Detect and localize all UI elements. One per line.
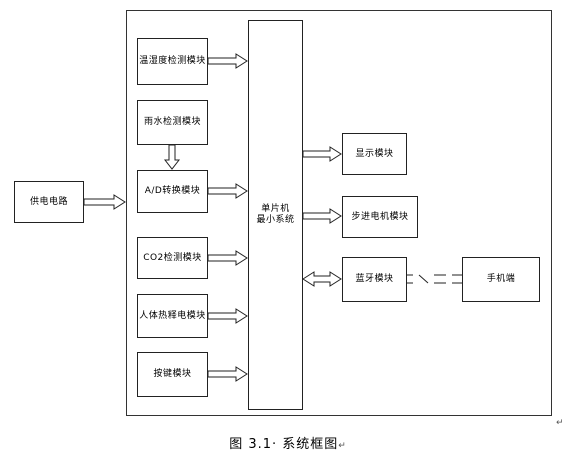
arrow-keys-to-mcu: [207, 366, 248, 382]
system-boundary: [126, 10, 552, 416]
phone-module: 手机端: [462, 257, 540, 302]
temp-humidity-label: 温湿度检测模块: [139, 56, 206, 66]
display-module: 显示模块: [342, 133, 407, 175]
co2-label: CO2检测模块: [143, 252, 202, 263]
arrow-temp-to-mcu: [207, 53, 248, 69]
stepper-module: 步进电机模块: [342, 196, 418, 238]
wireless-link: [407, 274, 462, 284]
pir-label: 人体热释电模块: [139, 310, 206, 321]
pir-module: 人体热释电模块: [137, 294, 208, 338]
arrow-ad-to-mcu: [207, 183, 248, 199]
bluetooth-module: 蓝牙模块: [342, 257, 407, 302]
bluetooth-label: 蓝牙模块: [355, 274, 394, 284]
arrow-mcu-to-stepper: [302, 208, 342, 224]
arrow-rain-to-ad: [163, 144, 181, 170]
keys-label: 按键模块: [153, 369, 192, 379]
rain-label: 雨水检测模块: [143, 117, 201, 127]
caption-paragraph-mark: ↵: [338, 441, 347, 451]
ad-module: A/D转换模块: [137, 170, 208, 213]
keys-module: 按键模块: [137, 352, 208, 397]
temp-humidity-module: 温湿度检测模块: [137, 38, 208, 85]
co2-module: CO2检测模块: [137, 237, 208, 279]
figure-caption: 图 3.1· 系统框图↵: [0, 433, 576, 452]
caption-text: 图 3.1· 系统框图: [229, 437, 339, 452]
arrow-power-to-system: [83, 194, 126, 210]
mcu-block: 单片机 最小系统: [248, 20, 303, 410]
arrow-co2-to-mcu: [207, 250, 248, 266]
phone-label: 手机端: [486, 274, 516, 284]
power-label: 供电电路: [29, 196, 68, 207]
paragraph-mark: ↵: [556, 418, 564, 428]
arrow-mcu-bluetooth: [302, 271, 342, 287]
mcu-label-line1: 单片机: [261, 204, 290, 214]
display-label: 显示模块: [355, 148, 394, 159]
stepper-label: 步进电机模块: [351, 211, 409, 222]
arrow-mcu-to-display: [302, 146, 342, 162]
ad-label: A/D转换模块: [144, 186, 201, 196]
arrow-pir-to-mcu: [207, 308, 248, 324]
mcu-label-line2: 最小系统: [256, 215, 295, 225]
rain-module: 雨水检测模块: [137, 100, 208, 145]
